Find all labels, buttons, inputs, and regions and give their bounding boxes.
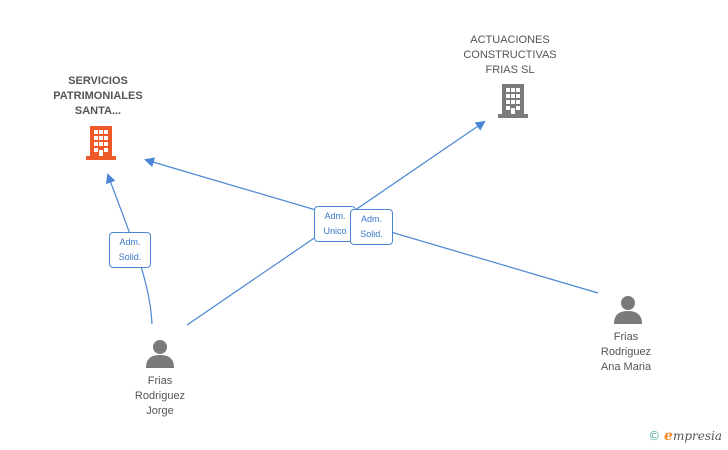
brand-initial: e [664,428,673,444]
person-icon[interactable] [145,338,175,368]
role-badge-jorge-servicios[interactable]: Adm. Solid. [109,232,151,268]
building-icon[interactable] [86,126,116,160]
copyright-icon: © [648,429,661,443]
node-label-actuaciones: ACTUACIONES CONSTRUCTIVAS FRIAS SL [463,34,557,76]
building-icon[interactable] [498,84,528,118]
node-label-ana: Frias Rodriguez Ana Maria [600,331,652,373]
person-icon[interactable] [613,294,643,324]
role-badge-jorge-actuaciones[interactable]: Adm. Solid. [350,209,393,245]
brand-name: mpresia [672,429,722,443]
node-label-jorge: Frias Rodriguez Jorge [134,375,186,417]
brand-logo: © empresia [648,428,722,444]
node-label-servicios: SERVICIOS PATRIMONIALES SANTA... [53,75,143,117]
